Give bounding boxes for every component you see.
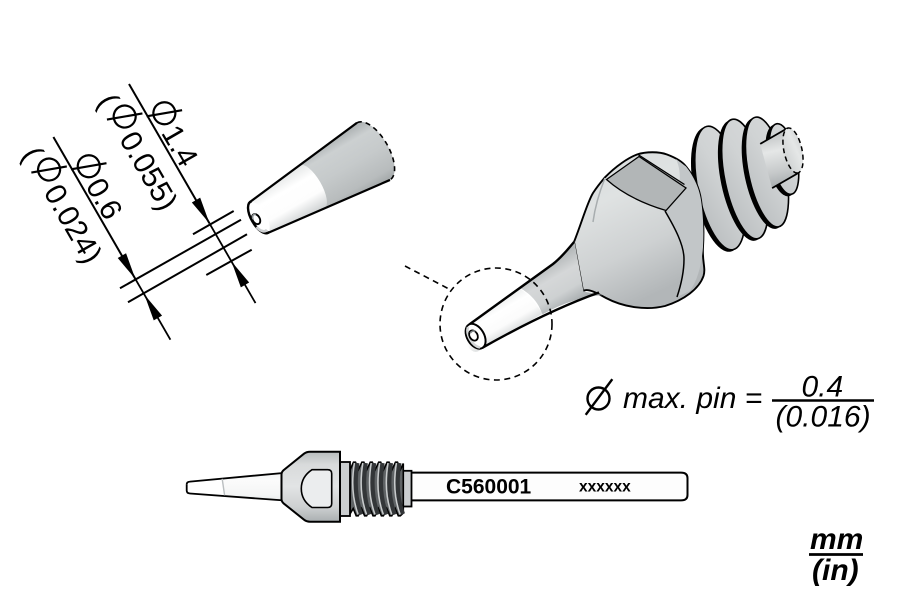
svg-text:mm: mm [810, 523, 863, 556]
svg-text:(0.016): (0.016) [776, 401, 871, 434]
svg-text:(in): (in) [812, 554, 859, 587]
svg-text:0.4: 0.4 [802, 371, 844, 404]
svg-text:(: ( [15, 141, 49, 166]
svg-text:max. pin =: max. pin = [623, 382, 762, 415]
svg-text:C560001: C560001 [446, 476, 532, 499]
svg-text:xxxxxx: xxxxxx [579, 479, 631, 496]
svg-text:(: ( [91, 88, 125, 113]
